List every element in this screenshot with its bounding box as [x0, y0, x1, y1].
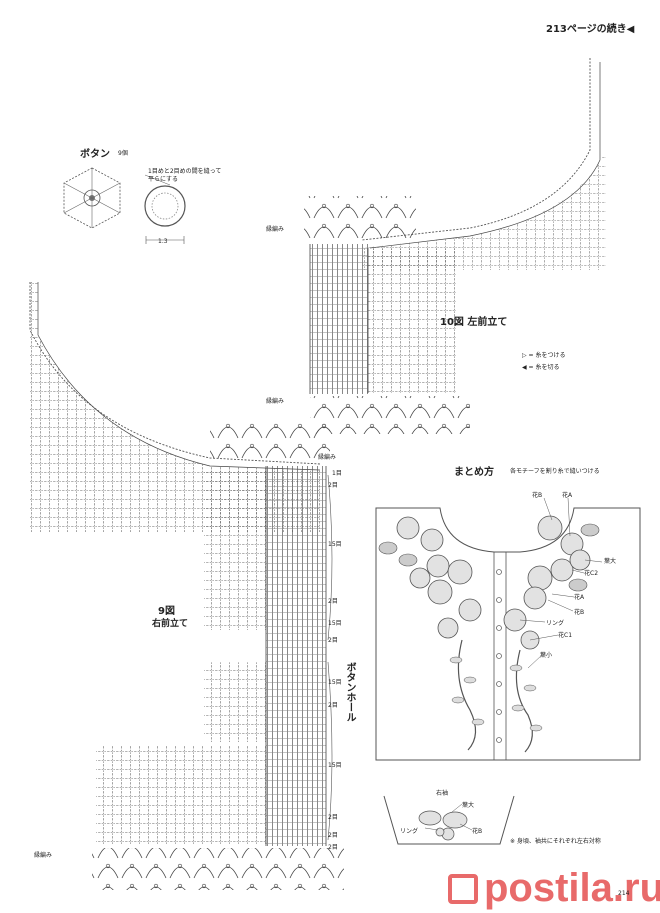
label-hana-c2: 花C2: [584, 570, 599, 577]
sleeve-title: 右袖: [436, 790, 449, 797]
row-count: 2目: [328, 598, 338, 605]
button-title: ボタン: [80, 149, 110, 160]
fig9-edge-top-label: 縁編み: [318, 454, 337, 461]
row-count: 2目: [328, 814, 338, 821]
fig9-edge-bottom-label: 縁編み: [34, 852, 53, 859]
row-count: 2目: [328, 637, 338, 644]
row-count: 2目: [328, 832, 338, 839]
fig9-subtitle: 右前立て: [152, 619, 189, 629]
fig9-buttonhole-label: ボタンホール: [344, 662, 355, 722]
button-note-line1: 1目めと2目めの間を縫って: [148, 168, 222, 175]
fig10-edge-top-label: 縁編み: [266, 226, 285, 233]
label-hana-c1: 花C1: [558, 632, 573, 639]
row-count: 15目: [328, 620, 342, 627]
row-count: 2目: [328, 702, 338, 709]
legend-attach: ▷ = 糸をつける: [522, 352, 566, 359]
row-count: 15目: [328, 541, 342, 548]
row-count: 15目: [328, 679, 342, 686]
button-count: 9個: [118, 150, 128, 157]
assembly-diagram: [375, 497, 641, 761]
fig10-title: 10図 左前立て: [440, 317, 508, 328]
watermark: postila.ru: [448, 866, 660, 911]
button-note-line2: 平らにする: [148, 176, 179, 183]
label-hana-b-2: 花B: [574, 609, 585, 616]
assembly-title: まとめ方: [454, 467, 494, 478]
row-count: 15目: [328, 762, 342, 769]
row-count: 2目: [328, 844, 338, 851]
sleeve-diagram: [383, 795, 515, 845]
row-count: 2目: [328, 482, 338, 489]
continued-from-page-label: 213ページの続き◀: [546, 24, 635, 35]
sleeve-ring: リング: [400, 828, 419, 835]
watermark-logo-icon: [448, 873, 478, 904]
fig9-title: 9図: [158, 606, 175, 617]
fig10-chart: [304, 58, 606, 434]
label-hana-a-2: 花A: [574, 594, 585, 601]
button-motif: [63, 167, 186, 244]
legend-cut: ◀ = 糸を切る: [522, 364, 560, 371]
page-number: 214: [618, 890, 630, 897]
fig9-chart: [29, 282, 344, 890]
label-ring: リング: [546, 620, 565, 627]
row-count: 1目: [332, 470, 342, 477]
label-leaf-small: 葉小: [540, 652, 553, 659]
label-leaf-large: 葉大: [604, 558, 617, 565]
fig10-edge-bottom-label: 縁編み: [266, 398, 285, 405]
sleeve-note: ※ 身頃、袖共にそれぞれ左右対称: [510, 838, 601, 845]
button-dimension: 1.3: [158, 238, 168, 245]
assembly-note: 各モチーフを割り糸で縫いつける: [510, 468, 600, 475]
watermark-text: postila.ru: [484, 866, 660, 910]
label-hana-a: 花A: [562, 492, 573, 499]
label-hana-b: 花B: [532, 492, 543, 499]
sleeve-leaf-large: 葉大: [462, 802, 475, 809]
sleeve-hana-b: 花B: [472, 828, 483, 835]
